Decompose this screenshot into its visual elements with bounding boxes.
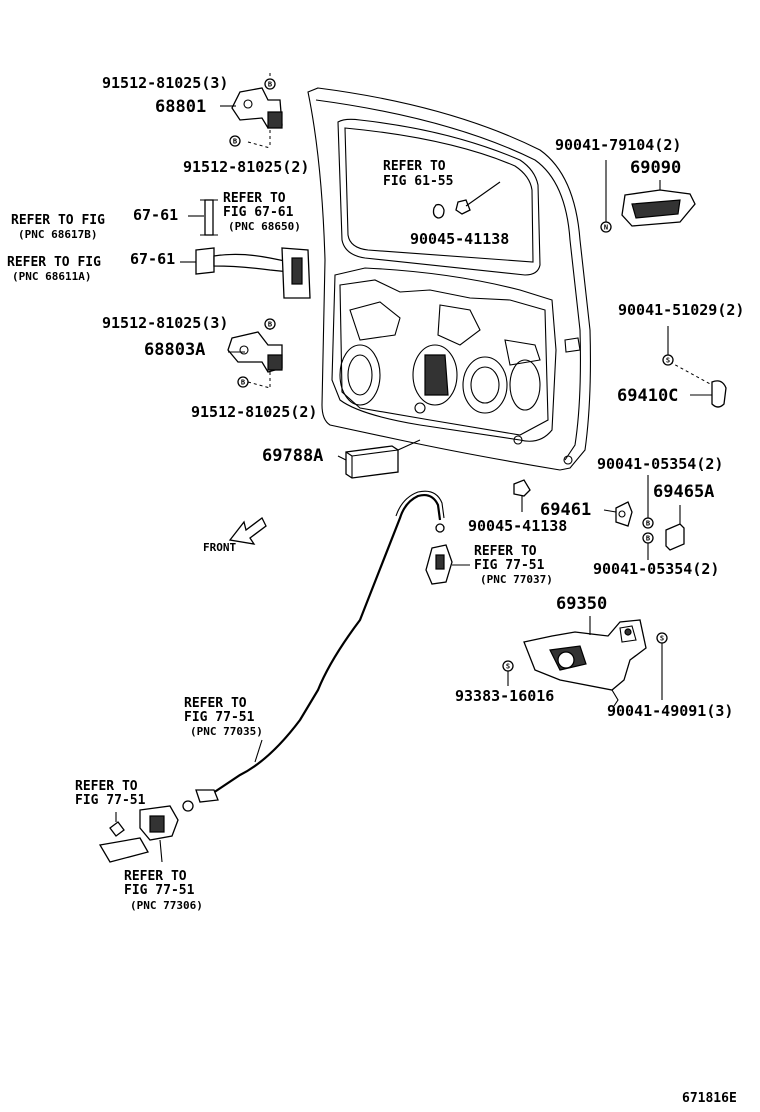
label-90045-41138-top: 90045-41138 [410,230,509,248]
label-refer-to-fig-left-1: REFER TO FIG [11,213,105,228]
label-90041-05354-bottom: 90041-05354(2) [593,560,719,578]
front-direction-arrow [228,517,267,545]
svg-text:S: S [666,357,670,365]
label-91512-81025-3-bottom: 91512-81025(3) [102,314,228,332]
label-pnc-68617b: (PNC 68617B) [18,228,97,241]
lock-part-69461 [615,501,633,527]
striker-69410c [669,361,727,408]
label-90041-49091: 90041-49091(3) [607,702,733,720]
clip-near-window [432,181,501,219]
label-67-61-bottom: 67-61 [130,250,175,268]
svg-text:B: B [233,138,237,146]
label-69090: 69090 [630,158,681,178]
label-fig-77-51-c: FIG 77-51 [75,793,146,808]
bracket-69465a [665,505,685,551]
svg-text:B: B [241,379,245,387]
label-69788a: 69788A [262,446,323,466]
svg-text:B: B [268,81,272,89]
label-fig-67-61: FIG 67-61 [223,205,294,220]
cushion-pad-69788a [345,439,421,479]
bolt-symbol-b-6: B [642,532,654,560]
svg-text:B: B [646,520,650,528]
screw-symbol-s-2: S [502,660,514,686]
label-90041-05354-top: 90041-05354(2) [597,455,723,473]
bolt-symbol-b-1: B [264,78,276,90]
label-90041-79104: 90041-79104(2) [555,136,681,154]
label-90045-41138-bottom: 90045-41138 [468,517,567,535]
label-fig-77-51-a: FIG 77-51 [474,558,545,573]
label-90041-51029: 90041-51029(2) [618,301,744,319]
upper-hinge-68801 [231,72,283,149]
label-91512-81025-2-bottom: 91512-81025(2) [191,403,317,421]
lock-assembly-69350 [523,616,647,707]
svg-text:B: B [646,535,650,543]
control-cable [209,490,470,796]
label-67-61-top: 67-61 [133,206,178,224]
label-93383-16016: 93383-16016 [455,687,554,705]
label-pnc-77306: (PNC 77306) [130,899,203,912]
label-fig-61-55: FIG 61-55 [383,174,453,189]
figure-id: 671816E [682,1091,737,1106]
label-refer-to-77-51-c: REFER TO [75,779,138,794]
back-door-panel [307,87,591,471]
label-69350: 69350 [556,594,607,614]
bolt-symbol-b-5: B [642,475,654,529]
lower-hinge-68803a [227,318,283,389]
label-68801: 68801 [155,97,206,117]
label-pnc-68611a: (PNC 68611A) [12,270,91,283]
label-fig-77-51-d: FIG 77-51 [124,883,195,898]
svg-text:B: B [268,321,272,329]
screw-symbol-s-3: S [656,632,668,700]
label-pnc-77037: (PNC 77037) [480,573,553,586]
svg-text:S: S [660,635,664,643]
svg-text:N: N [604,224,608,232]
damper-stay-67-61 [180,199,311,299]
label-69410c: 69410C [617,386,678,406]
label-pnc-68650: (PNC 68650) [228,220,301,233]
label-pnc-77035: (PNC 77035) [190,725,263,738]
label-69465a: 69465A [653,482,714,502]
clip-90045-bottom [513,479,531,512]
label-refer-to-77-51-b: REFER TO [184,696,247,711]
bolt-symbol-b-2: B [229,135,241,147]
leader-lines [188,105,712,513]
screw-symbol-s-1: S [662,326,674,366]
label-91512-81025-2-top: 91512-81025(2) [183,158,309,176]
label-refer-to-fig-left-2: REFER TO FIG [7,255,101,270]
bolt-symbol-b-4: B [237,376,249,388]
label-91512-81025-3-top: 91512-81025(3) [102,74,228,92]
label-refer-to-77-51-a: REFER TO [474,544,537,559]
label-front: FRONT [203,541,236,554]
label-69461: 69461 [540,500,591,520]
svg-text:S: S [506,663,510,671]
nut-symbol-n: N [600,160,612,233]
label-fig-77-51-b: FIG 77-51 [184,710,255,725]
label-refer-to-67-61: REFER TO [223,191,286,206]
bolt-symbol-b-3: B [264,318,276,330]
label-refer-to-61-55: REFER TO [383,159,446,174]
label-68803a: 68803A [144,340,205,360]
label-refer-to-77-51-d: REFER TO [124,869,187,884]
outside-handle-69090 [621,180,696,227]
inside-handle-assembly [98,789,219,863]
